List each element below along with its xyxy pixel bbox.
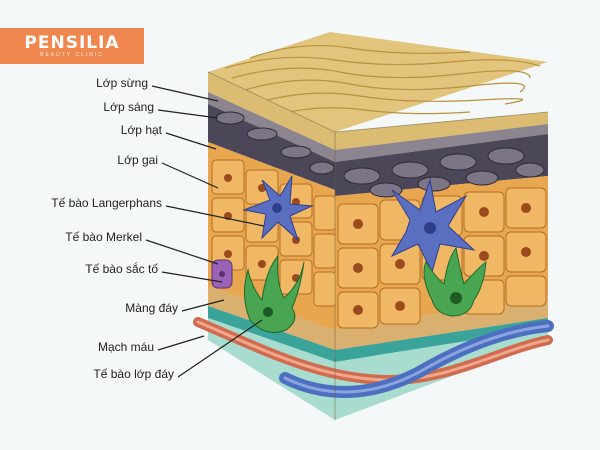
label-langerhans-cell: Tế bào Langerphans: [51, 196, 162, 210]
block-outline: [207, 71, 549, 420]
corneum-waves: [224, 44, 541, 115]
label-merkel-cell: Tế bào Merkel: [65, 230, 142, 244]
label-blood-vessel: Mạch máu: [98, 340, 154, 354]
leader-lines: [145, 85, 265, 378]
layer-labels: Lớp sừng Lớp sáng Lớp hạt Lớp gai Tế bào…: [51, 76, 178, 381]
label-basal-cell: Tế bào lớp đáy: [93, 367, 174, 381]
brand-logo: PENSILIA BEAUTY CLINIC: [0, 28, 144, 64]
label-stratum-lucidum: Lớp sáng: [103, 100, 154, 114]
label-stratum-granulosum: Lớp hạt: [121, 123, 163, 137]
front-face: [208, 72, 335, 420]
brand-name: PENSILIA: [24, 32, 120, 53]
label-melanocyte: Tế bào sắc tố: [85, 261, 158, 276]
label-stratum-corneum: Lớp sừng: [96, 76, 148, 90]
label-basement-membrane: Màng đáy: [125, 301, 178, 315]
label-stratum-spinosum: Lớp gai: [117, 153, 158, 167]
brand-tagline: BEAUTY CLINIC: [40, 51, 104, 58]
